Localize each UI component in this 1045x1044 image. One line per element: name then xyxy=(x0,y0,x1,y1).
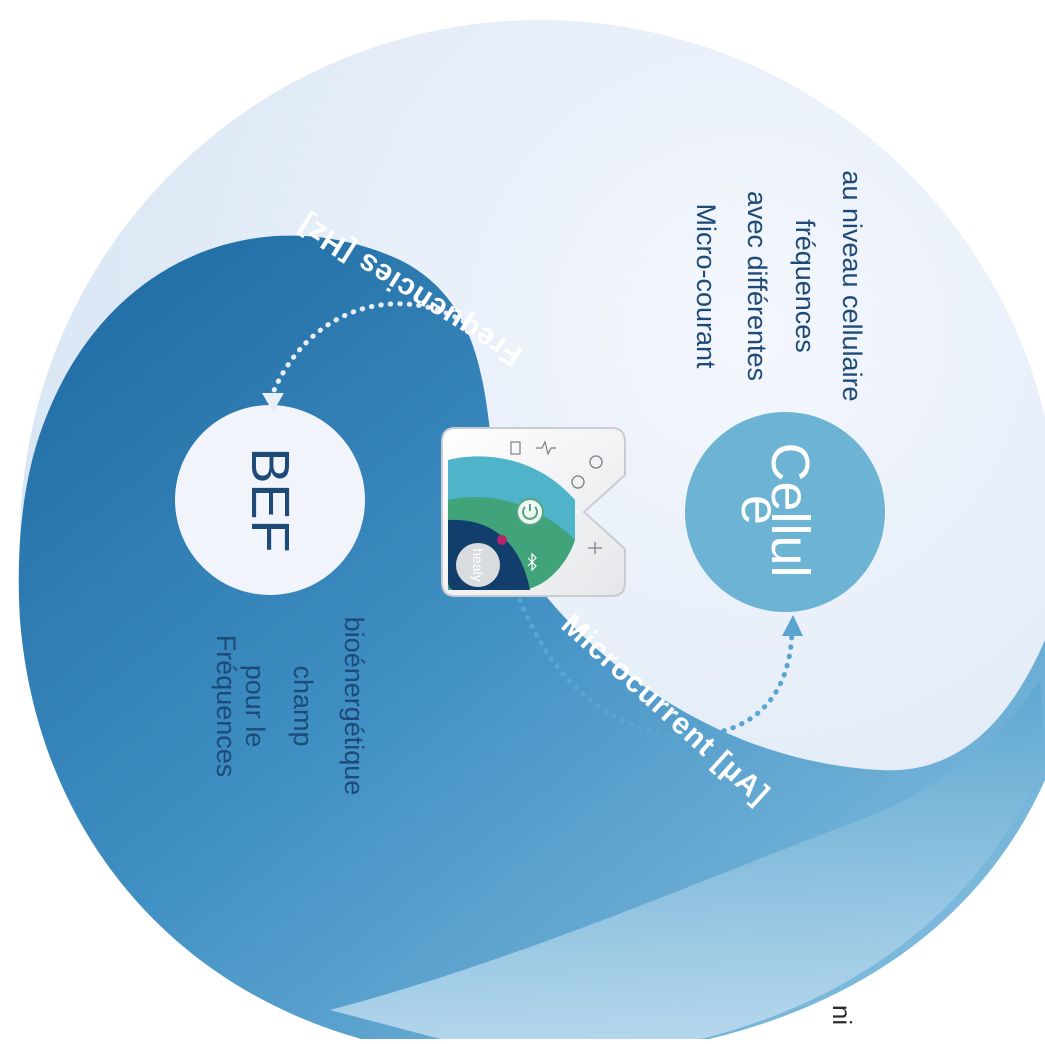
info-icon xyxy=(589,455,603,469)
power-icon xyxy=(522,504,538,520)
plus-icon xyxy=(571,475,585,489)
left-caption-line-3: champ xyxy=(288,665,318,747)
microcurrent-arrow xyxy=(517,597,795,738)
right-caption-line-1: Micro-courant xyxy=(691,203,721,369)
pulse-icon xyxy=(536,440,556,456)
device-brand-text: healy xyxy=(470,548,486,582)
lower-wave xyxy=(330,680,1045,1044)
bef-node-circle xyxy=(175,405,365,595)
power-button xyxy=(516,498,544,526)
right-caption-line-3: fréquences xyxy=(790,219,820,353)
bef-node-label: BEF xyxy=(240,447,300,553)
cell-node-circle xyxy=(685,412,885,612)
microcurrent-arrow-head xyxy=(782,615,803,636)
device-brand-disc xyxy=(456,543,500,587)
usb-icon xyxy=(588,542,602,554)
right-caption-line-2: avec différentes xyxy=(742,190,772,382)
bluetooth-icon xyxy=(527,552,537,572)
healy-device xyxy=(441,427,626,597)
watermark-text: ni xyxy=(827,1004,857,1026)
cell-node-label-line2: e xyxy=(730,494,790,526)
left-caption-line-1: Fréquences xyxy=(211,634,241,778)
right-caption-line-4: au niveau cellulaire xyxy=(837,170,867,402)
frequencies-arrow-head xyxy=(262,393,284,412)
frequencies-arrow xyxy=(269,301,508,398)
left-caption-line-2: pour le xyxy=(240,664,270,748)
left-caption-line-4: bioénergétique xyxy=(339,616,369,796)
device-led xyxy=(497,535,507,545)
battery-icon xyxy=(510,441,521,455)
